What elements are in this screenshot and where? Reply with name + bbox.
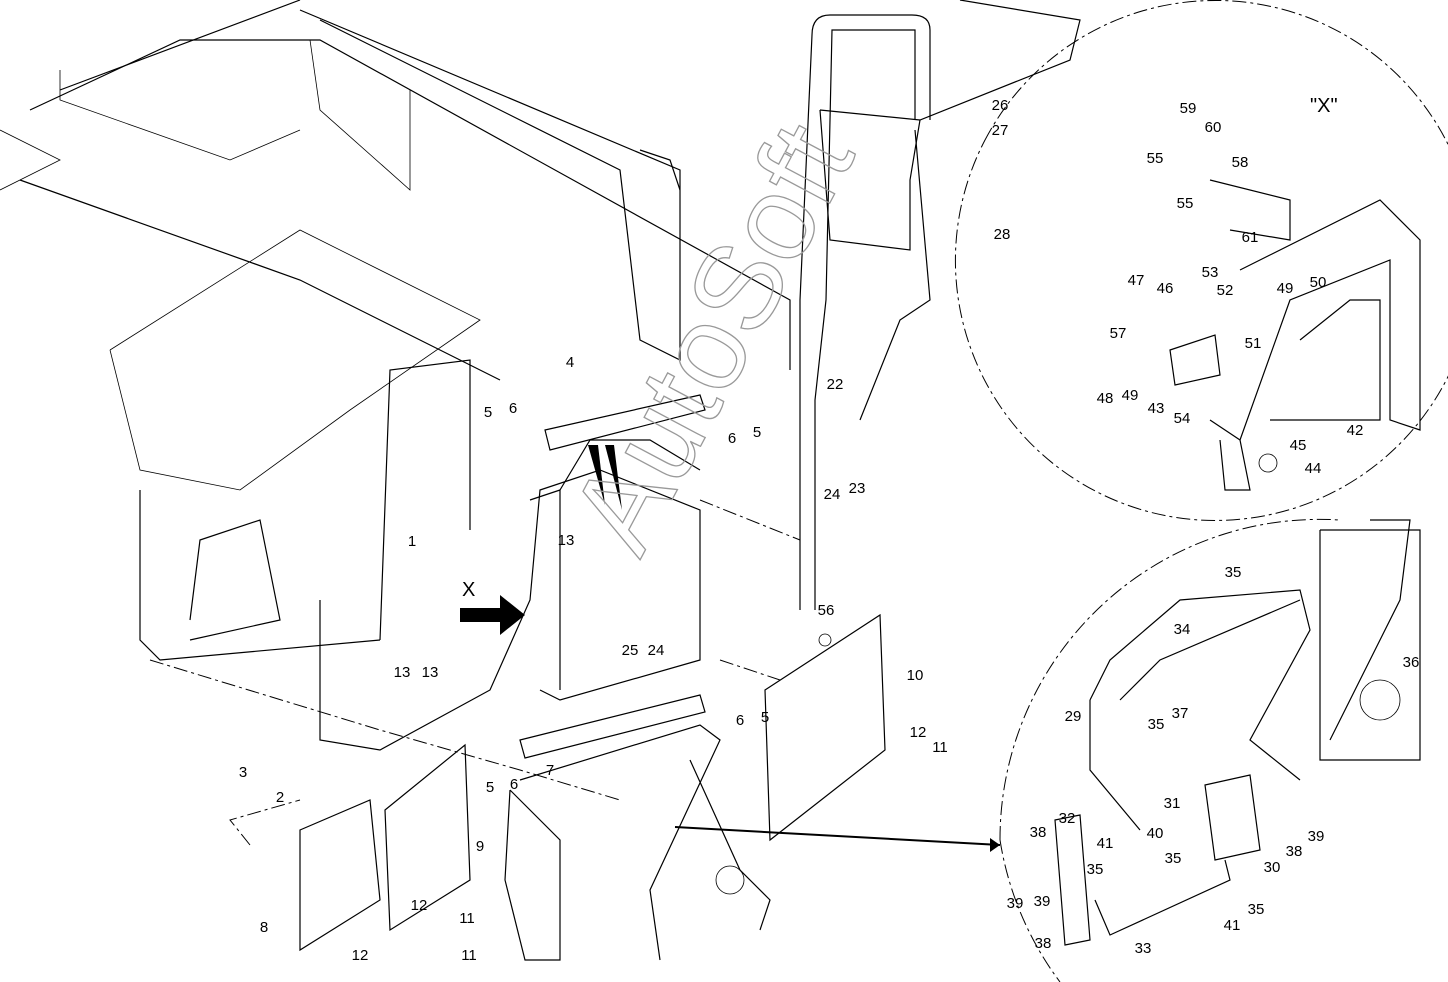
callout-30: 30: [1264, 859, 1281, 876]
callout-6: 6: [510, 776, 518, 793]
callout-4: 4: [566, 354, 574, 371]
callout-55: 55: [1177, 195, 1194, 212]
callout-39: 39: [1034, 893, 1051, 910]
callout-39: 39: [1007, 895, 1024, 912]
view-marker: X: [462, 579, 475, 601]
callout-5: 5: [753, 424, 761, 441]
callout-46: 46: [1157, 280, 1174, 297]
callout-47: 47: [1128, 272, 1145, 289]
callout-6: 6: [736, 712, 744, 729]
callout-38: 38: [1286, 843, 1303, 860]
callout-52: 52: [1217, 282, 1234, 299]
callout-42: 42: [1347, 422, 1364, 439]
callout-32: 32: [1059, 810, 1076, 827]
callout-31: 31: [1164, 795, 1181, 812]
callout-61: 61: [1242, 229, 1259, 246]
callout-29: 29: [1065, 708, 1082, 725]
callout-59: 59: [1180, 100, 1197, 117]
callout-27: 27: [992, 122, 1009, 139]
callout-8: 8: [260, 919, 268, 936]
callout-50: 50: [1310, 274, 1327, 291]
callout-45: 45: [1290, 437, 1307, 454]
callout-60: 60: [1205, 119, 1222, 136]
callout-28: 28: [994, 226, 1011, 243]
callout-11: 11: [932, 739, 948, 756]
callout-38: 38: [1035, 935, 1052, 952]
callout-35: 35: [1248, 901, 1265, 918]
callout-22: 22: [827, 376, 844, 393]
callout-6: 6: [509, 400, 517, 417]
callout-6: 6: [728, 430, 736, 447]
callout-26: 26: [992, 97, 1009, 114]
callout-11: 11: [461, 947, 477, 964]
callout-24: 24: [648, 642, 665, 659]
callout-48: 48: [1097, 390, 1114, 407]
callout-13: 13: [422, 664, 439, 681]
callout-35: 35: [1087, 861, 1104, 878]
callout-43: 43: [1148, 400, 1165, 417]
view-arrow-icon: [460, 595, 525, 635]
callout-24: 24: [824, 486, 841, 503]
callout-35: 35: [1148, 716, 1165, 733]
callout-3: 3: [239, 764, 247, 781]
callout-25: 25: [622, 642, 639, 659]
callout-37: 37: [1172, 705, 1189, 722]
callout-40: 40: [1147, 825, 1164, 842]
callout-49: 49: [1277, 280, 1294, 297]
callout-11: 11: [459, 910, 475, 927]
callout-49: 49: [1122, 387, 1139, 404]
callout-12: 12: [411, 897, 428, 914]
callout-41: 41: [1224, 917, 1241, 934]
callout-23: 23: [849, 480, 866, 497]
callout-58: 58: [1232, 154, 1249, 171]
callout-35: 35: [1225, 564, 1242, 581]
callout-56: 56: [818, 602, 835, 619]
callout-53: 53: [1202, 264, 1219, 281]
callout-51: 51: [1245, 335, 1262, 352]
callout-34: 34: [1174, 621, 1191, 638]
callout-13: 13: [558, 532, 575, 549]
callout-38: 38: [1030, 824, 1047, 841]
callout-36: 36: [1403, 654, 1420, 671]
callout-12: 12: [352, 947, 369, 964]
detail-view-title: "X": [1310, 95, 1338, 117]
callout-57: 57: [1110, 325, 1127, 342]
callout-5: 5: [484, 404, 492, 421]
callout-1: 1: [408, 533, 416, 550]
callout-55: 55: [1147, 150, 1164, 167]
callout-33: 33: [1135, 940, 1152, 957]
callout-39: 39: [1308, 828, 1325, 845]
callout-7: 7: [546, 762, 554, 779]
callout-13: 13: [394, 664, 411, 681]
callout-35: 35: [1165, 850, 1182, 867]
callout-5: 5: [761, 709, 769, 726]
callout-41: 41: [1097, 835, 1114, 852]
callout-2: 2: [276, 789, 284, 806]
callout-5: 5: [486, 779, 494, 796]
callout-9: 9: [476, 838, 484, 855]
callout-54: 54: [1174, 410, 1191, 427]
callout-10: 10: [907, 667, 924, 684]
callout-44: 44: [1305, 460, 1322, 477]
callout-12: 12: [910, 724, 927, 741]
